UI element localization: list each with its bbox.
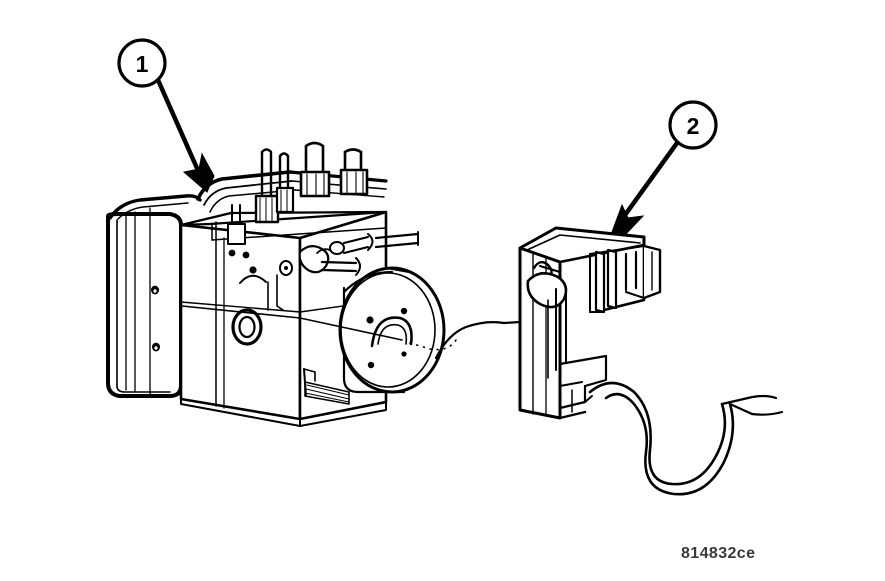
callout-1-circle bbox=[117, 38, 167, 88]
callout-1-arrowhead bbox=[182, 152, 215, 193]
connecting-wire bbox=[434, 320, 522, 360]
callout-1-leader bbox=[155, 77, 203, 178]
hydraulic-control-unit-group bbox=[106, 141, 446, 427]
figure-id-label: 814832ce bbox=[681, 545, 755, 562]
callout-2-circle bbox=[668, 100, 718, 150]
side-fittings bbox=[279, 231, 420, 276]
callout-2-leader bbox=[622, 140, 680, 218]
callout-1-label: 1 bbox=[136, 51, 149, 77]
connector-terminals bbox=[589, 244, 662, 314]
brake-line-ports bbox=[227, 141, 369, 245]
electrical-connector-group bbox=[518, 226, 662, 420]
callout-2: 2 bbox=[611, 100, 718, 237]
callout-2-label: 2 bbox=[687, 113, 700, 139]
wire-harness bbox=[584, 381, 784, 496]
callout-1: 1 bbox=[117, 38, 215, 193]
callout-2-arrowhead bbox=[611, 203, 645, 237]
pump-motor bbox=[338, 266, 446, 394]
alignment-centerline bbox=[181, 305, 457, 351]
